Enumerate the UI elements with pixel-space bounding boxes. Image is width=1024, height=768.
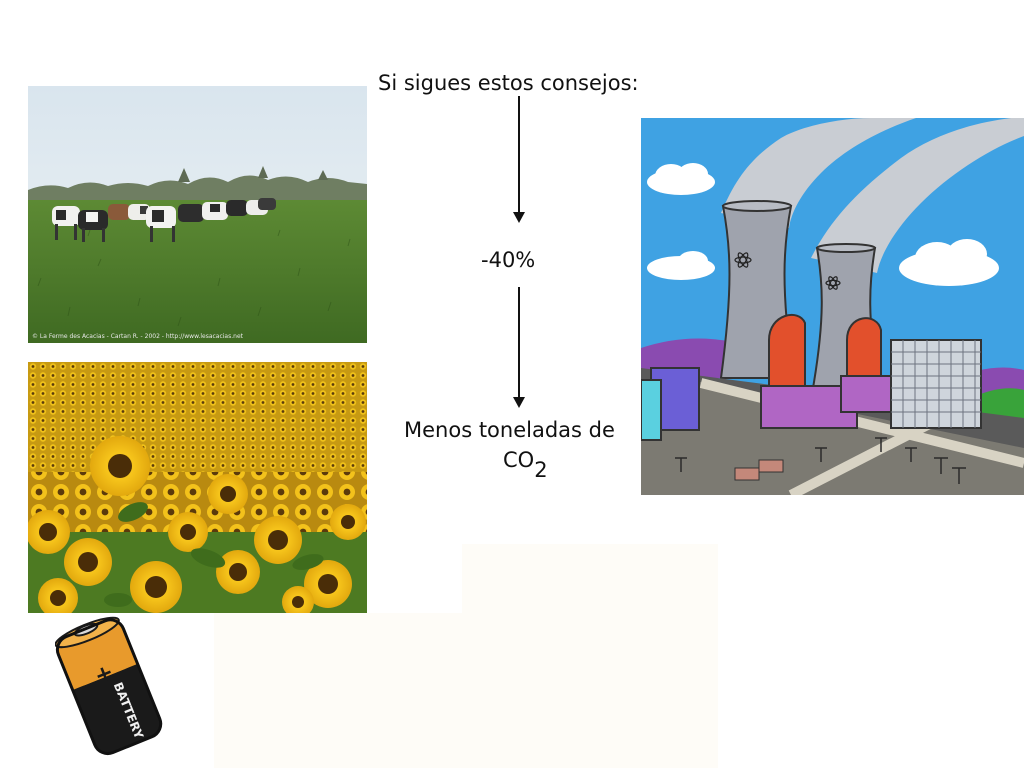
reduction-percent: -40% (481, 248, 536, 272)
atom-icon (825, 276, 841, 290)
image-placeholder (462, 544, 718, 768)
down-arrow-icon (513, 96, 525, 223)
co2-subscript: 2 (534, 458, 548, 482)
co2-formula: CO2 (503, 448, 548, 482)
atom-icon (734, 252, 752, 268)
down-arrow-icon (513, 287, 525, 408)
nuclear-plant-cartoon (641, 118, 1024, 495)
slide-headline: Si sigues estos consejos: (378, 71, 639, 95)
result-text: Menos toneladas de (404, 418, 615, 442)
co2-symbol: CO (503, 448, 535, 472)
cows-pasture-photo: © La Ferme des Acacias - Cartan R. - 200… (28, 86, 367, 343)
image-placeholder (214, 613, 468, 768)
battery-illustration: + BATTERY (55, 614, 165, 764)
sunflower-field-photo (28, 362, 367, 613)
cows-photo-caption: © La Ferme des Acacias - Cartan R. - 200… (32, 333, 244, 340)
